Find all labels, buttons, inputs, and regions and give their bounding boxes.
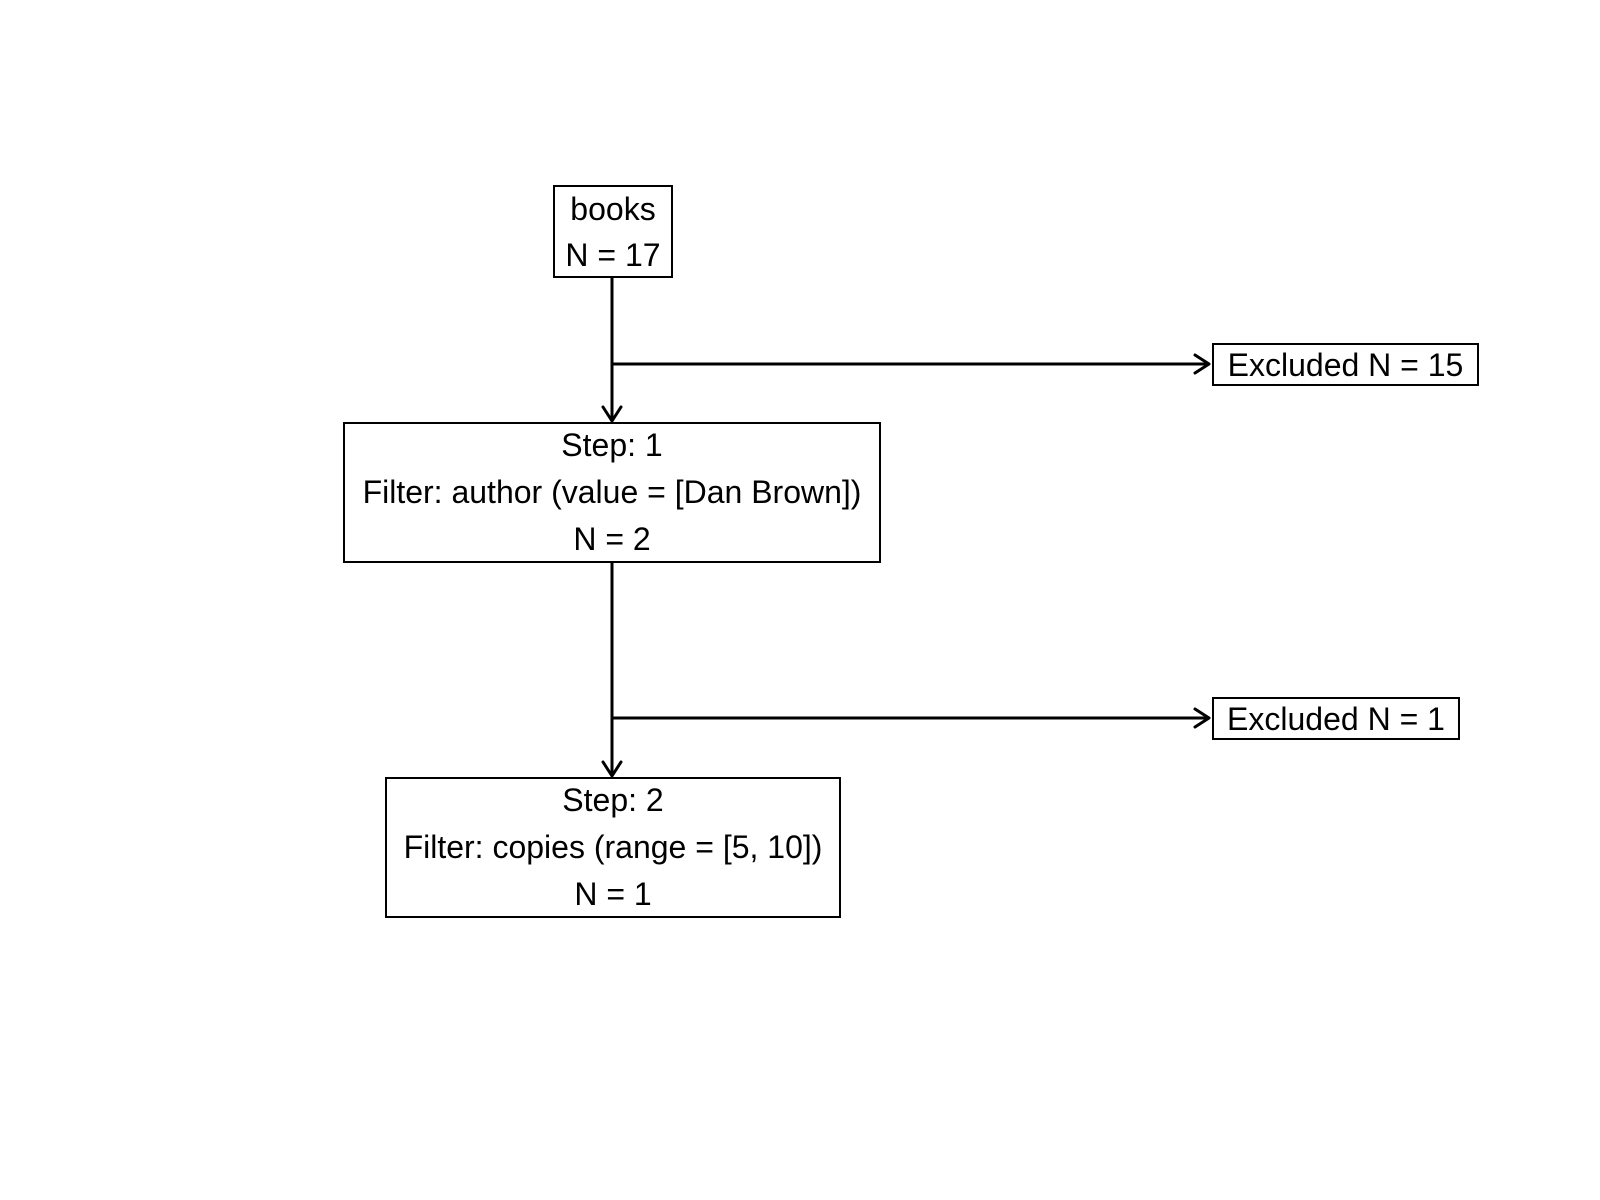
node-excluded2: Excluded N = 1 bbox=[1212, 697, 1460, 740]
node-step1: Step: 1 Filter: author (value = [Dan Bro… bbox=[343, 422, 881, 563]
node-step2-filter: Filter: copies (range = [5, 10]) bbox=[403, 829, 823, 865]
node-step1-filter: Filter: author (value = [Dan Brown]) bbox=[362, 474, 862, 510]
node-books-count: N = 17 bbox=[565, 236, 661, 273]
node-step2: Step: 2 Filter: copies (range = [5, 10])… bbox=[385, 777, 841, 918]
node-step1-count: N = 2 bbox=[573, 521, 651, 557]
node-books-title: books bbox=[570, 190, 656, 227]
node-step2-title: Step: 2 bbox=[562, 782, 664, 818]
node-excluded1: Excluded N = 15 bbox=[1212, 343, 1479, 386]
node-step2-count: N = 1 bbox=[574, 876, 652, 912]
node-excluded2-label: Excluded N = 1 bbox=[1227, 700, 1445, 737]
node-books: books N = 17 bbox=[553, 185, 673, 278]
node-excluded1-label: Excluded N = 15 bbox=[1227, 346, 1464, 383]
node-step1-title: Step: 1 bbox=[561, 427, 663, 463]
